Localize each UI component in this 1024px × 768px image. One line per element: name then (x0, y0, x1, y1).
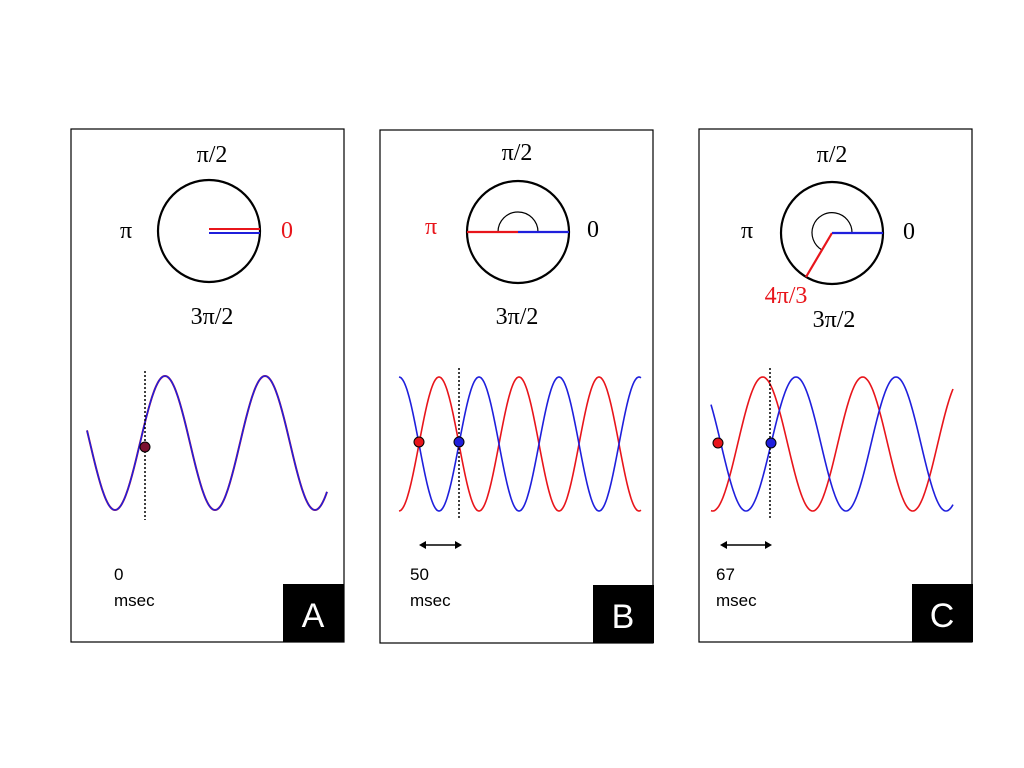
panel-b-label-right: 0 (587, 217, 599, 243)
panel-b-blue-wave (398, 376, 642, 512)
panel-b-red-dot (413, 436, 425, 448)
panel-a-delay-unit: msec (114, 591, 155, 610)
panel-a-delay-value: 0 (114, 565, 123, 584)
panel-b-delay-unit: msec (410, 591, 451, 610)
panel-a-letter: A (302, 597, 325, 635)
panel-c-letter: C (930, 597, 955, 635)
panel-a-label-left: π (120, 218, 132, 244)
panel-c-label-right: 0 (903, 219, 915, 245)
panel-c-delay-arrow (720, 541, 772, 549)
panel-a: π/2 π 0 3π/2 0 msec A (70, 128, 345, 643)
panel-c-red-vector (805, 232, 833, 278)
panel-c-blue-wave (710, 376, 954, 512)
panel-c-label-red-angle: 4π/3 (765, 283, 808, 309)
panel-c-red-wave (710, 376, 954, 512)
panel-b-waveforms (398, 368, 642, 518)
panel-b-red-wave (398, 376, 642, 512)
panel-b-angle-arc (497, 211, 539, 233)
panel-b-blue-dot (453, 436, 465, 448)
panel-b-label-left: π (425, 214, 437, 240)
panel-c: π/2 π 0 4π/3 3π/2 67 msec C (698, 128, 973, 643)
panel-b-phase-dial: π/2 π 0 3π/2 (425, 140, 599, 330)
panel-a-blue-wave (86, 375, 328, 511)
panel-a-red-wave (86, 374, 328, 512)
panel-b-frame (379, 129, 654, 644)
panel-b-label-bottom: 3π/2 (496, 304, 539, 330)
panel-c-delay-value: 67 (716, 565, 735, 584)
panel-b-letter: B (612, 598, 635, 636)
panel-a-letter-box (283, 584, 344, 642)
panel-a-waveforms (86, 371, 328, 520)
panel-a-frame (70, 128, 345, 643)
panel-c-waveforms (710, 368, 954, 518)
panel-a-phase-dot (139, 441, 151, 453)
panel-c-label-top: π/2 (817, 142, 848, 168)
panel-c-red-dot (712, 437, 724, 449)
panel-c-phase-dial: π/2 π 0 4π/3 3π/2 (741, 142, 915, 333)
panel-a-label-top: π/2 (197, 142, 228, 168)
panel-a-phase-circle (156, 178, 262, 284)
panel-c-frame (698, 128, 973, 643)
panel-c-label-bottom: 3π/2 (813, 307, 856, 333)
panel-b-letter-box (593, 585, 654, 643)
panel-b-delay-arrow (419, 541, 462, 549)
panel-a-label-bottom: 3π/2 (191, 304, 234, 330)
panel-c-letter-box (912, 584, 973, 642)
panel-b: π/2 π 0 3π/2 50 msec B (379, 129, 654, 644)
panel-c-angle-arc (811, 212, 853, 251)
panel-c-label-left: π (741, 218, 753, 244)
panel-a-phase-dial: π/2 π 0 3π/2 (120, 142, 293, 330)
panel-c-delay-unit: msec (716, 591, 757, 610)
panel-b-label-top: π/2 (502, 140, 533, 166)
panel-c-blue-dot (765, 437, 777, 449)
panel-a-label-right: 0 (281, 218, 293, 244)
panel-b-delay-value: 50 (410, 565, 429, 584)
